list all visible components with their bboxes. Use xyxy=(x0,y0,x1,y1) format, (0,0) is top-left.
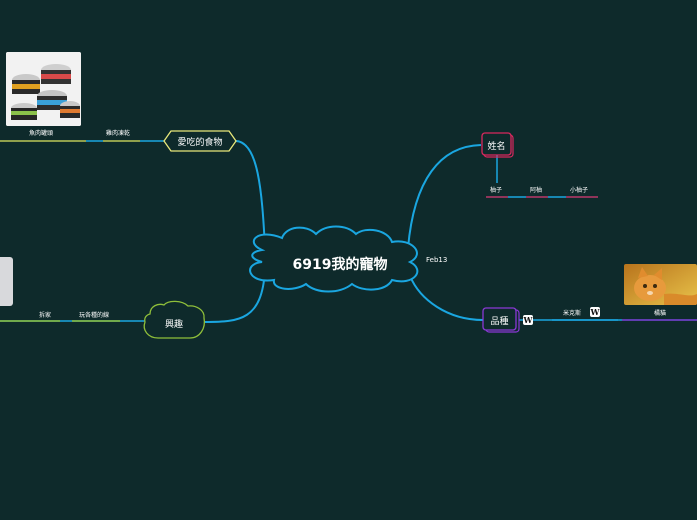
name-item-2[interactable]: 阿柚 xyxy=(530,187,543,194)
food-topic-label[interactable]: 愛吃的食物 xyxy=(177,138,223,148)
connector-breed xyxy=(409,275,484,321)
hobby-topic-label[interactable]: 興趣 xyxy=(164,320,183,330)
connector-name xyxy=(407,144,482,249)
breed-topic-label[interactable]: 品種 xyxy=(490,317,509,327)
breed-item-1[interactable]: 米克斯 xyxy=(563,310,582,317)
name-item-1[interactable]: 柚子 xyxy=(490,187,503,194)
food-topic-shape[interactable] xyxy=(163,130,237,152)
name-topic-label[interactable]: 姓名 xyxy=(487,142,506,152)
connector-hobby xyxy=(204,269,266,323)
orange-cat-image[interactable] xyxy=(624,264,697,305)
cat-food-cans-image[interactable] xyxy=(6,52,81,126)
wikipedia-icon[interactable]: W xyxy=(590,307,600,317)
hobby-topic-shape[interactable] xyxy=(143,300,206,339)
food-item-1[interactable]: 雞肉凍乾 xyxy=(106,130,131,137)
central-topic-cloud[interactable] xyxy=(249,225,419,293)
wikipedia-icon[interactable]: W xyxy=(523,315,533,325)
cans-illustration xyxy=(6,52,81,126)
connector-food xyxy=(235,140,266,249)
cat-illustration xyxy=(624,264,697,305)
hobby-item-2[interactable]: 拆家 xyxy=(39,312,52,319)
name-topic-shape[interactable] xyxy=(481,132,512,156)
food-item-2[interactable]: 魚肉罐頭 xyxy=(29,130,54,137)
date-note: Feb13 xyxy=(426,256,448,264)
breed-item-2[interactable]: 橘貓 xyxy=(654,310,667,317)
hobby-item-1[interactable]: 玩各種的線 xyxy=(79,312,110,319)
central-topic-label[interactable]: 6919我的寵物 xyxy=(292,257,388,273)
name-item-3[interactable]: 小柚子 xyxy=(570,187,589,194)
breed-topic-shape[interactable] xyxy=(482,307,517,331)
partial-image[interactable] xyxy=(0,257,13,306)
